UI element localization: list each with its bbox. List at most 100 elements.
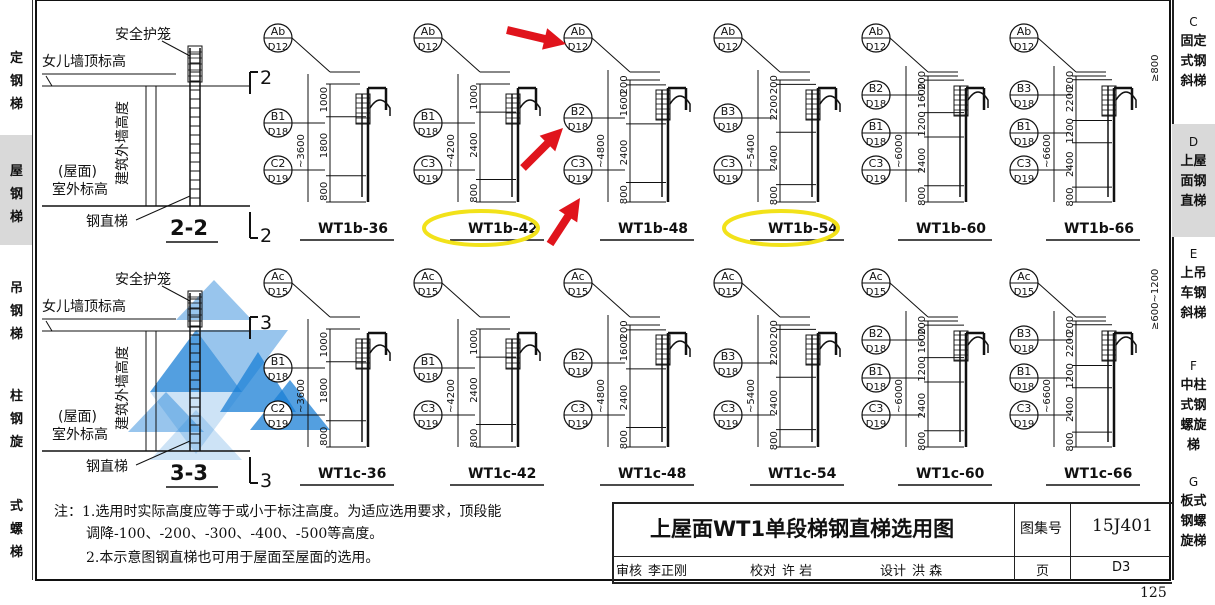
right-category-tabs — [1172, 0, 1215, 580]
row-c-wt1c-66-top-callout-bottom: D15 — [1014, 287, 1034, 298]
watermark-triangle — [196, 330, 288, 392]
note-1-line-2: 调降-100、-200、-300、-400、-500等高度。 — [86, 526, 384, 542]
row-b-wt1b-48-top-callout-bottom: D12 — [568, 42, 588, 53]
row-b-wt1b-54-name: WT1b-54 — [768, 221, 838, 237]
row-c-wt1c-66-top-hook — [1115, 336, 1137, 353]
title-block-divider — [612, 556, 1170, 557]
title-block-vline-1 — [1014, 502, 1015, 580]
row-b-wt1b-42-callout-b1-bottom: D18 — [418, 127, 438, 138]
check-label: 校对 — [750, 564, 777, 579]
row-b-wt1b-48-dim-0: 800 — [619, 185, 630, 204]
row-b-wt1b-66-name: WT1b-66 — [1064, 221, 1134, 237]
section-2-2-level-mark — [45, 75, 53, 87]
row-b-wt1b-66-callout-b1-top: B1 — [1017, 120, 1032, 133]
page-code: D3 — [1112, 560, 1131, 575]
row-b-wt1b-48-name: WT1b-48 — [618, 221, 688, 237]
section-2-2-wall-height-label: 建筑外墙高度 — [114, 101, 131, 185]
row-b-wt1b-42-cage — [505, 93, 521, 125]
row-c-wt1c-42-total-dim: ~4200 — [446, 379, 457, 413]
row-b-wt1b-42-callout-c3-bottom: D19 — [418, 174, 438, 185]
row-b-wt1b-54-total-dim: ~5400 — [746, 134, 757, 168]
row-b-wt1b-60-top-callout-bottom: D12 — [866, 42, 886, 53]
row-c-wt1c-42-top-callout-top: Ac — [421, 270, 434, 283]
row-c-wt1c-48-top-callout-top: Ac — [571, 270, 584, 283]
row-c-wt1c-54-top-callout-bottom: D15 — [718, 287, 738, 298]
section-3-3-ladder-label: 钢直梯 — [86, 458, 128, 475]
row-c-wt1c-60-callout-c3-bottom: D19 — [866, 419, 886, 430]
row-c-wt1c-36-total-dim: ~3600 — [296, 379, 307, 413]
row-b-wt1b-60-callout-b1-top: B1 — [869, 120, 884, 133]
watermark-triangle — [150, 410, 242, 460]
row-c-wt1c-36-top-hook — [369, 344, 391, 361]
row-c-wt1c-66-callout-b1-bottom: D18 — [1014, 382, 1034, 393]
row-c-wt1c-54-dim-3: 200 — [769, 320, 780, 339]
section-3-3-roof-paren-label: (屋面) — [58, 409, 97, 425]
watermark-triangle — [176, 280, 252, 320]
row-c-wt1c-48-top-hook — [669, 340, 691, 357]
row-c-wt1c-66-dim-4: 200 — [1065, 316, 1076, 335]
row-c-wt1c-42-cage — [505, 338, 521, 370]
row-c-wt1c-36-top-callout-bottom: D15 — [268, 287, 288, 298]
row-c-wt1c-42-callout-b1-top: B1 — [421, 355, 436, 368]
row-c-wt1c-48-dim-1: 2400 — [619, 385, 630, 410]
row-c-wt1c-66-top-leader — [1037, 282, 1077, 318]
row-c-wt1c-60-top-leader — [889, 282, 929, 318]
row-b-wt1b-42-dim-1: 2400 — [469, 132, 480, 157]
top-right-dim-c: ≥600~1200 — [1150, 269, 1161, 330]
row-c-wt1c-36-callout-c2-bottom: D19 — [268, 419, 288, 430]
row-b-wt1b-66-callout-b3-bottom: D18 — [1014, 99, 1034, 110]
row-c-wt1c-36-top-callout-top: Ac — [271, 270, 284, 283]
row-b-wt1b-48-top-hook — [669, 95, 691, 112]
left-tab-5: 式螺梯 — [10, 499, 24, 560]
section-2-2-outdoor-label: 室外标高 — [52, 181, 108, 198]
row-b-wt1b-66-cage — [1101, 85, 1117, 117]
row-b-wt1b-48-top-callout-top: Ab — [571, 25, 586, 38]
row-b-wt1b-42-dim-2: 1000 — [469, 85, 480, 110]
row-b-wt1b-42-total-dim: ~4200 — [446, 134, 457, 168]
row-b-wt1b-60-callout-b2-top: B2 — [869, 82, 884, 95]
row-b-wt1b-66-total-dim: ~6600 — [1042, 134, 1053, 168]
row-b-wt1b-48-top-leader — [591, 37, 631, 73]
row-b-wt1b-60-dim-1: 2400 — [917, 148, 928, 173]
row-c-wt1c-60-dim-3: 1600 — [917, 328, 928, 353]
section-2-2-roof-paren-label: (屋面) — [58, 164, 97, 180]
section-2-2-leader — [161, 40, 191, 57]
design-name: 洪 森 — [912, 564, 943, 579]
row-c-wt1c-42-top-callout-bottom: D15 — [418, 287, 438, 298]
row-b-wt1b-60-callout-c3-top: C3 — [869, 157, 884, 170]
section-3-3-cut-bottom-label: 3 — [260, 470, 272, 492]
row-c-wt1c-48-callout-c3-bottom: D19 — [568, 419, 588, 430]
row-b-wt1b-42-dim-0: 800 — [469, 184, 480, 203]
row-b-wt1b-36-top-callout-top: Ab — [271, 25, 286, 38]
row-b-wt1b-54-top-callout-top: Ab — [721, 25, 736, 38]
row-b-wt1b-66-top-callout-bottom: D12 — [1014, 42, 1034, 53]
active-category-bg — [1172, 124, 1215, 237]
section-3-3-section-label: 3-3 — [170, 461, 208, 485]
row-c-wt1c-42-dim-2: 1000 — [469, 330, 480, 355]
row-c-wt1c-60-dim-2: 1200 — [917, 356, 928, 381]
section-2-2-cut-bottom-label: 2 — [260, 225, 272, 247]
section-3-3-ladder-leader — [135, 440, 191, 466]
row-b-wt1b-66-top-hook — [1115, 91, 1137, 108]
page-number: 125 — [1140, 585, 1167, 601]
row-c-wt1c-48-dim-2: 1600 — [619, 336, 630, 361]
design-label: 设计 — [880, 564, 907, 579]
row-c-wt1c-48-cage — [655, 334, 671, 366]
left-tab-active-bg — [0, 135, 32, 245]
row-b-wt1b-60-dim-0: 800 — [917, 187, 928, 206]
row-b-wt1b-66-top-callout-top: Ab — [1017, 25, 1032, 38]
row-b-wt1b-42-top-callout-bottom: D12 — [418, 42, 438, 53]
row-b-wt1b-66-callout-b1-bottom: D18 — [1014, 137, 1034, 148]
row-c-wt1c-54-callout-b3-top: B3 — [721, 350, 736, 363]
row-c-wt1c-54-top-callout-top: Ac — [721, 270, 734, 283]
row-b-wt1b-36-callout-c2-bottom: D19 — [268, 174, 288, 185]
row-b-wt1b-54-top-leader — [741, 37, 781, 73]
row-c-wt1c-66-total-dim: ~6600 — [1042, 379, 1053, 413]
left-tab-4: 柱钢旋 — [10, 389, 24, 450]
atlas-label: 图集号 — [1020, 521, 1062, 537]
